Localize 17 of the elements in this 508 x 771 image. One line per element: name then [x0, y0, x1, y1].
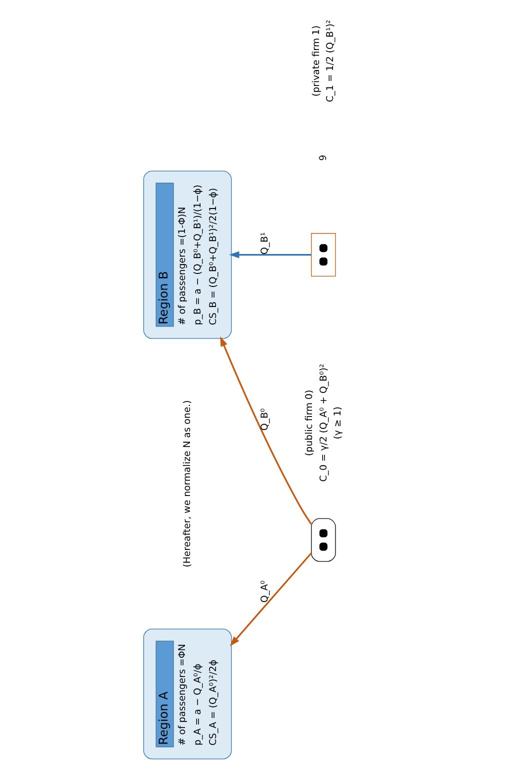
edge-label: Q_B⁰	[260, 408, 271, 431]
node-label: C_1 = 1/2 (Q_B¹)²	[324, 20, 336, 102]
arrow	[230, 552, 312, 646]
edge-label: Q_B¹	[260, 232, 271, 255]
node-box: Region B # of passengers =(1-Φ)N p_B = a − (Q_B⁰+Q_B¹)/(1−ϕ) CS_B = (Q_B⁰+Q_B¹)²/2(1−ϕ)	[143, 170, 232, 339]
label: 9	[318, 154, 329, 161]
node-label: (public firm 0)	[304, 390, 316, 456]
node-label: (γ ≥ 1)	[332, 406, 344, 440]
arrow	[220, 336, 312, 525]
edge-label: Q_A⁰	[260, 580, 271, 603]
node-box: Region A # of passengers =ΦN p_A = a − Q_A⁰/ϕ CS_A = (Q_A⁰)²/2ϕ	[143, 628, 232, 760]
node-label: C_0 = γ/2 (Q_A⁰ + Q_B⁰)²	[318, 364, 330, 482]
arrow	[229, 251, 312, 258]
node-label: (private firm 1)	[310, 25, 322, 96]
node-box	[311, 518, 336, 562]
label: (Hereafter, we normalize N as one.)	[182, 400, 194, 568]
node-box	[311, 233, 336, 277]
